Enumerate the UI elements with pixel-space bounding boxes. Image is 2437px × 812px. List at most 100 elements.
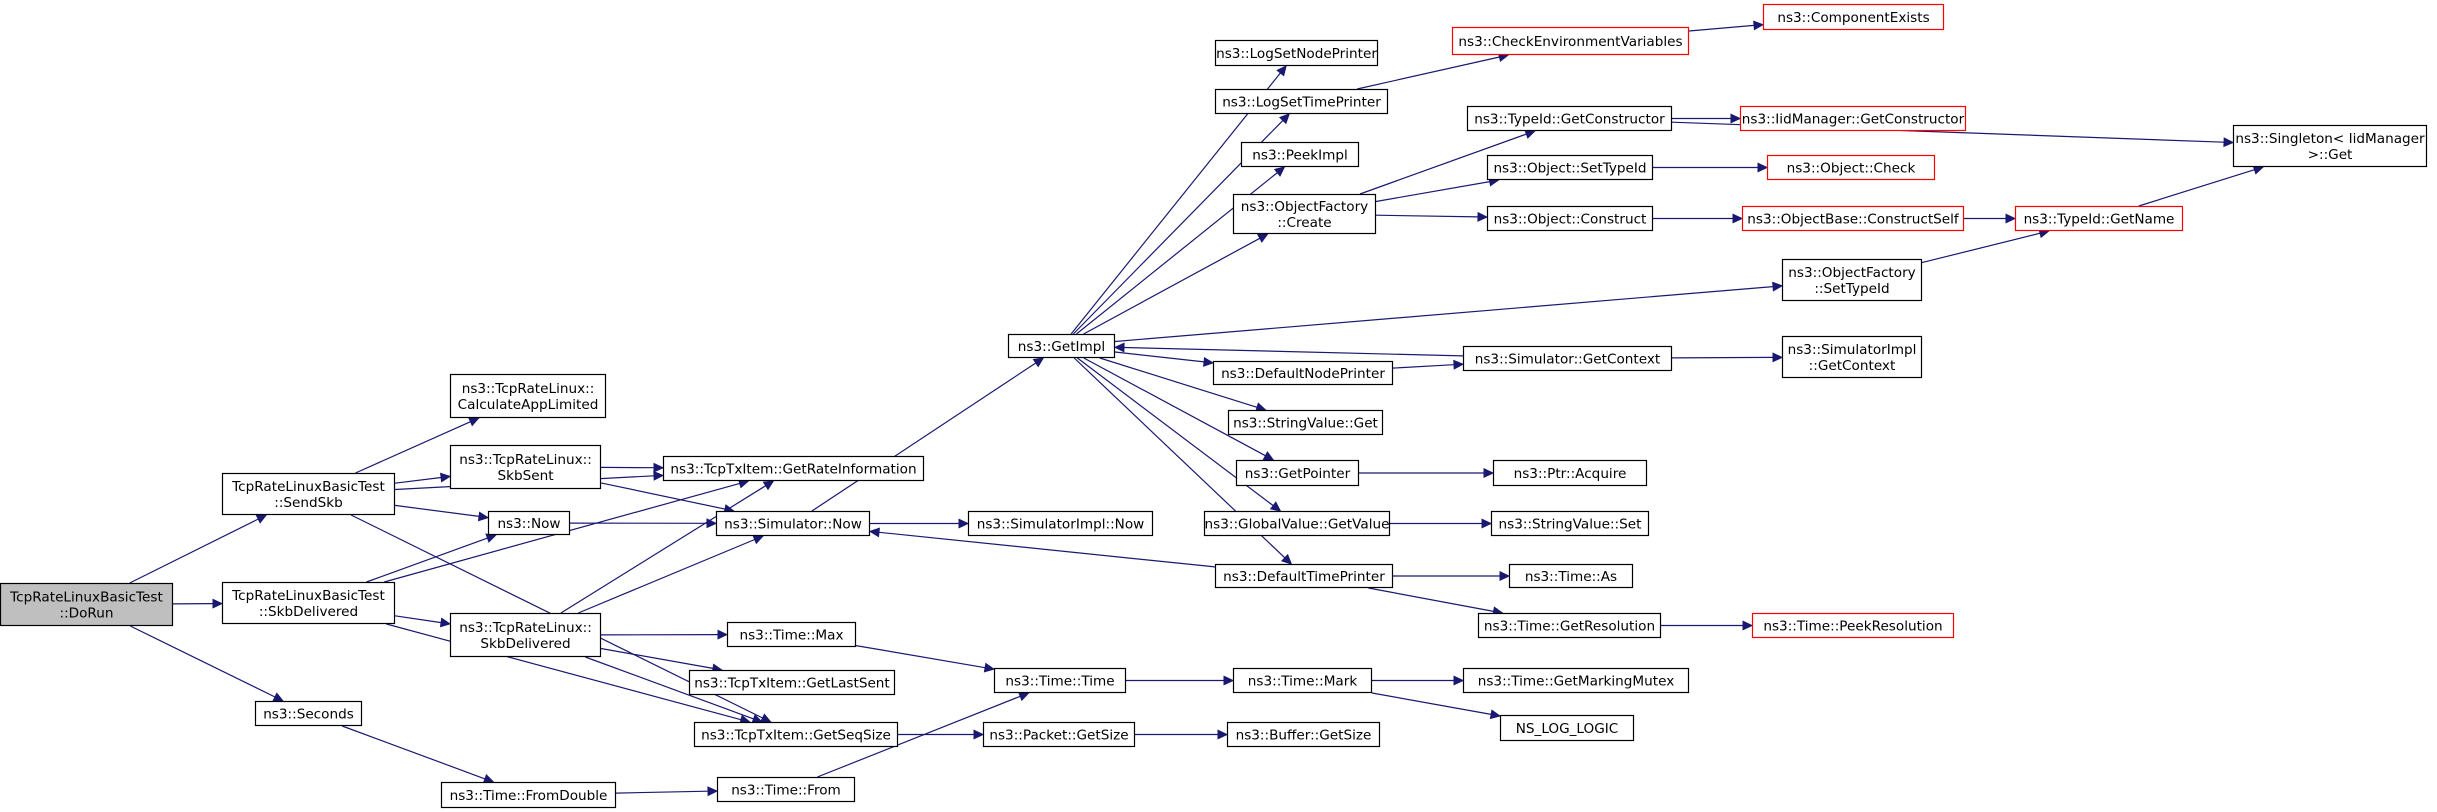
node-box[interactable] [1486, 205, 1654, 232]
node-dorun[interactable]: TcpRateLinuxBasicTest::DoRun [0, 582, 174, 627]
node-lognodeprinter[interactable]: ns3::LogSetNodePrinter [1214, 39, 1379, 67]
node-box[interactable] [1235, 459, 1360, 487]
node-typeidgetname[interactable]: ns3::TypeId::GetName [2014, 205, 2184, 232]
node-componentexists[interactable]: ns3::ComponentExists [1762, 3, 1945, 31]
node-box[interactable] [449, 373, 607, 419]
node-box[interactable] [1232, 667, 1373, 694]
node-timepeekres[interactable]: ns3::Time::PeekResolution [1751, 612, 1955, 639]
node-objconstruct[interactable]: ns3::Object::Construct [1486, 205, 1654, 232]
node-box[interactable] [221, 472, 396, 516]
node-box[interactable] [688, 669, 896, 696]
node-objfactorysettypeid[interactable]: ns3::ObjectFactory::SetTypeId [1781, 258, 1923, 302]
node-timeas[interactable]: ns3::Time::As [1508, 563, 1634, 589]
node-box[interactable] [1739, 105, 1967, 132]
node-globalvalueget[interactable]: ns3::GlobalValue::GetValue [1203, 510, 1391, 537]
node-sendskb[interactable]: TcpRateLinuxBasicTest::SendSkb [221, 472, 396, 516]
node-stringvalueget[interactable]: ns3::StringValue::Get [1227, 409, 1384, 436]
node-box[interactable] [1226, 721, 1381, 748]
node-getmarkingmutex[interactable]: ns3::Time::GetMarkingMutex [1462, 667, 1690, 694]
node-fromdouble[interactable]: ns3::Time::FromDouble [440, 781, 617, 809]
node-box[interactable] [1227, 409, 1384, 436]
node-skbsent[interactable]: ns3::TcpRateLinux::SkbSent [449, 444, 602, 490]
node-box[interactable] [715, 510, 871, 537]
node-box[interactable] [1492, 459, 1648, 487]
node-timetime[interactable]: ns3::Time::Time [993, 667, 1127, 694]
node-box[interactable] [716, 776, 856, 803]
node-defaultnodeprinter[interactable]: ns3::DefaultNodePrinter [1212, 360, 1394, 386]
node-box[interactable] [1486, 154, 1654, 181]
node-box[interactable] [1007, 333, 1116, 359]
node-objcheck[interactable]: ns3::Object::Check [1766, 154, 1936, 181]
node-box[interactable] [487, 510, 571, 536]
node-defaulttimeprinter[interactable]: ns3::DefaultTimePrinter [1214, 563, 1394, 589]
node-box[interactable] [440, 781, 617, 809]
node-box[interactable] [1451, 26, 1690, 56]
node-box[interactable] [1762, 3, 1945, 31]
node-getseqsize[interactable]: ns3::TcpTxItem::GetSeqSize [693, 721, 899, 748]
node-checkenv[interactable]: ns3::CheckEnvironmentVariables [1451, 26, 1690, 56]
node-box[interactable] [1781, 258, 1923, 302]
node-stringvalueset[interactable]: ns3::StringValue::Set [1490, 510, 1650, 537]
node-box[interactable] [1477, 612, 1662, 639]
node-box[interactable] [1214, 88, 1389, 115]
node-box[interactable] [1508, 563, 1634, 589]
node-box[interactable] [726, 621, 857, 648]
node-box[interactable] [1499, 714, 1635, 742]
node-ptracquire[interactable]: ns3::Ptr::Acquire [1492, 459, 1648, 487]
node-box[interactable] [1490, 510, 1650, 537]
node-box[interactable] [449, 444, 602, 490]
node-timemax[interactable]: ns3::Time::Max [726, 621, 857, 648]
node-box[interactable] [662, 455, 925, 482]
node-box[interactable] [1466, 105, 1673, 132]
node-nslog[interactable]: NS_LOG_LOGIC [1499, 714, 1635, 742]
node-timefrom[interactable]: ns3::Time::From [716, 776, 856, 803]
node-box[interactable] [1462, 345, 1673, 372]
node-typeidgetctor[interactable]: ns3::TypeId::GetConstructor [1466, 105, 1673, 132]
node-skbdelivered_rate[interactable]: ns3::TcpRateLinux::SkbDelivered [449, 612, 602, 658]
node-getrateinfo[interactable]: ns3::TcpTxItem::GetRateInformation [662, 455, 925, 482]
node-now[interactable]: ns3::Now [487, 510, 571, 536]
node-singleton[interactable]: ns3::Singleton< IidManager>::Get [2232, 124, 2428, 168]
node-box[interactable] [982, 721, 1136, 748]
node-skbdelivered_test[interactable]: TcpRateLinuxBasicTest::SkbDelivered [221, 581, 396, 625]
node-iidmgrgetctor[interactable]: ns3::IidManager::GetConstructor [1739, 105, 1967, 132]
node-box[interactable] [1203, 510, 1391, 537]
node-box[interactable] [221, 581, 396, 625]
node-box[interactable] [1232, 193, 1377, 235]
node-box[interactable] [1214, 39, 1379, 67]
node-box[interactable] [1240, 141, 1360, 168]
node-objbaseconstruct[interactable]: ns3::ObjectBase::ConstructSelf [1741, 205, 1965, 232]
node-box[interactable] [1212, 360, 1394, 386]
node-box[interactable] [1766, 154, 1936, 181]
node-getpointer[interactable]: ns3::GetPointer [1235, 459, 1360, 487]
node-box[interactable] [0, 582, 174, 627]
node-box[interactable] [967, 510, 1154, 537]
node-box[interactable] [254, 700, 363, 727]
node-packetgetsize[interactable]: ns3::Packet::GetSize [982, 721, 1136, 748]
node-simimplnow[interactable]: ns3::SimulatorImpl::Now [967, 510, 1154, 537]
node-box[interactable] [1214, 563, 1394, 589]
node-peekimpl[interactable]: ns3::PeekImpl [1240, 141, 1360, 168]
node-box[interactable] [1462, 667, 1690, 694]
node-timemark[interactable]: ns3::Time::Mark [1232, 667, 1373, 694]
node-objfactorycreate[interactable]: ns3::ObjectFactory::Create [1232, 193, 1377, 235]
node-box[interactable] [1741, 205, 1965, 232]
node-simnow[interactable]: ns3::Simulator::Now [715, 510, 871, 537]
node-simgetcontext[interactable]: ns3::Simulator::GetContext [1462, 345, 1673, 372]
node-timegetres[interactable]: ns3::Time::GetResolution [1477, 612, 1662, 639]
node-box[interactable] [693, 721, 899, 748]
node-seconds[interactable]: ns3::Seconds [254, 700, 363, 727]
node-calcapp[interactable]: ns3::TcpRateLinux::CalculateAppLimited [449, 373, 607, 419]
node-buffergetsize[interactable]: ns3::Buffer::GetSize [1226, 721, 1381, 748]
node-box[interactable] [1751, 612, 1955, 639]
node-box[interactable] [449, 612, 602, 658]
node-getimpl[interactable]: ns3::GetImpl [1007, 333, 1116, 359]
node-logtimeprinter[interactable]: ns3::LogSetTimePrinter [1214, 88, 1389, 115]
node-simimplgetcontext[interactable]: ns3::SimulatorImpl::GetContext [1781, 335, 1923, 379]
node-getlastsent[interactable]: ns3::TcpTxItem::GetLastSent [688, 669, 896, 696]
node-box[interactable] [993, 667, 1127, 694]
node-box[interactable] [2232, 124, 2428, 168]
node-box[interactable] [1781, 335, 1923, 379]
node-box[interactable] [2014, 205, 2184, 232]
node-objsettypeid[interactable]: ns3::Object::SetTypeId [1486, 154, 1654, 181]
